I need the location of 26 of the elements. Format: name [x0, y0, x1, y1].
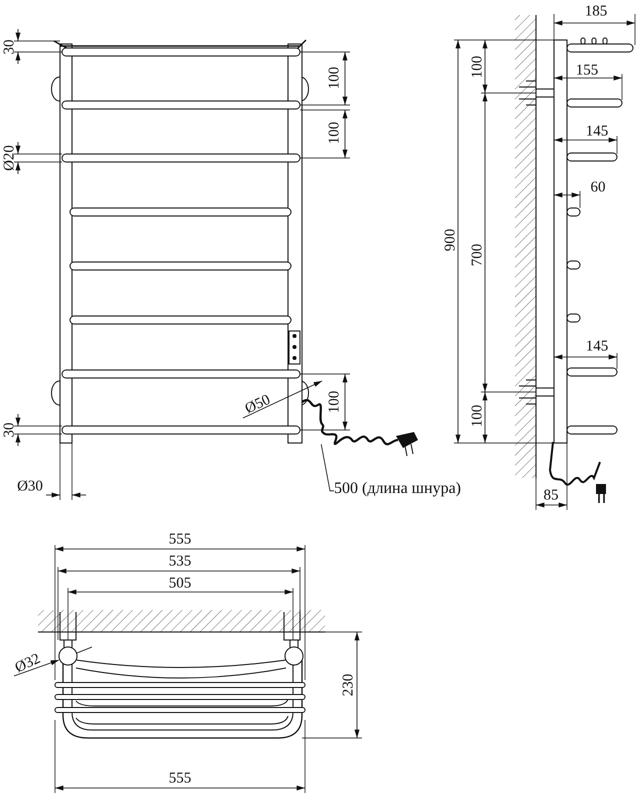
dimension-label: 100: [328, 390, 342, 414]
dimension-label: 145: [586, 340, 608, 354]
dimension-label: 30: [2, 40, 18, 54]
dimension-label: Ø50: [243, 392, 273, 418]
dimension-label: 700: [470, 244, 486, 266]
leader-line: [320, 444, 334, 492]
dimension-label: 30: [2, 422, 18, 438]
dimension-label: 155: [576, 64, 598, 78]
dimension-label: 100: [328, 66, 342, 90]
dimension-label: 555: [168, 532, 192, 548]
dimension-label: 60: [590, 180, 606, 196]
dimension-label: 100: [470, 56, 486, 78]
dimension-label: 505: [168, 576, 192, 592]
dimension-label: 145: [586, 124, 608, 140]
dimension-label: 900: [444, 228, 458, 252]
dimension-label: 85: [544, 488, 558, 504]
dimension-label: 100: [470, 404, 486, 428]
dimension-label: 100: [328, 122, 342, 144]
dimension-label: Ø32: [13, 652, 43, 676]
dimension-label: 555: [168, 772, 192, 786]
dimension-label: Ø20: [2, 145, 18, 171]
dimension-label: 535: [168, 554, 192, 570]
dimension-label: 185: [584, 4, 608, 20]
cord-length-label: 500 (длина шнура): [334, 480, 461, 498]
dimension-label: Ø30: [17, 480, 43, 494]
dimension-label: 230: [342, 674, 356, 696]
